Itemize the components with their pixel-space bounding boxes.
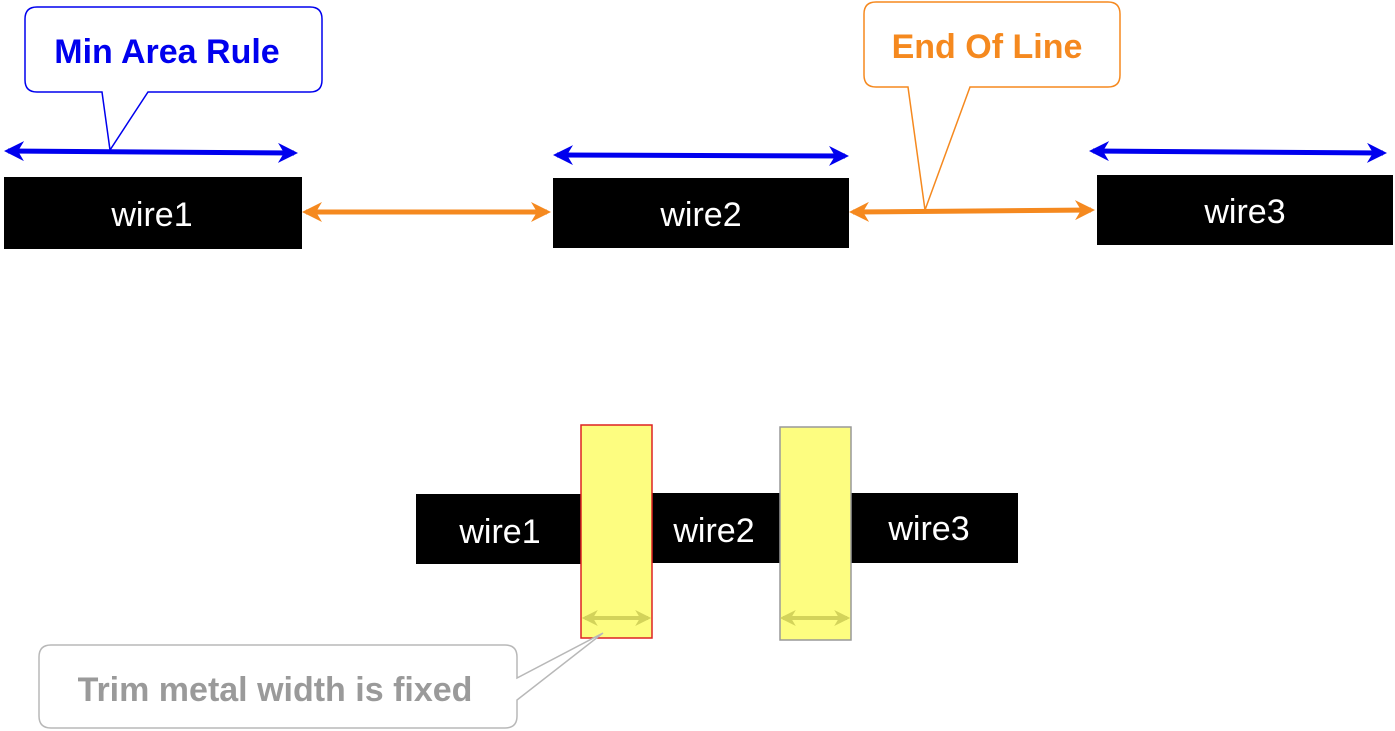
min-area-callout: Min Area Rule (24, 6, 323, 153)
eol-arrow-wire2-wire3 (849, 200, 1095, 222)
bottom-wire3-label: wire3 (887, 510, 969, 548)
bottom-wire1: wire1 (416, 494, 582, 564)
bottom-wire1-label: wire1 (458, 513, 540, 551)
min-area-arrow-wire1 (4, 141, 298, 163)
top-wire3-label: wire3 (1203, 193, 1285, 231)
trim-metal-right (779, 426, 852, 641)
top-wire2-label: wire2 (659, 196, 741, 234)
top-wire1: wire1 (4, 177, 302, 249)
trim-metal-left (580, 424, 653, 639)
end-of-line-label: End Of Line (892, 28, 1083, 66)
trim-width-fixed-label: Trim metal width is fixed (78, 671, 473, 709)
bottom-wire2: wire2 (650, 493, 782, 563)
top-wire3: wire3 (1097, 175, 1393, 245)
bottom-wire2-label: wire2 (672, 512, 754, 550)
trim-width-callout: Trim metal width is fixed (38, 632, 604, 729)
bottom-wire3: wire3 (850, 493, 1018, 563)
end-of-line-callout: End Of Line (863, 1, 1121, 211)
min-area-rule-label: Min Area Rule (54, 33, 279, 71)
min-area-arrow-wire2 (553, 145, 849, 166)
top-wire1-label: wire1 (110, 196, 192, 234)
top-wire2: wire2 (553, 178, 849, 248)
min-area-arrow-wire3 (1089, 141, 1387, 163)
